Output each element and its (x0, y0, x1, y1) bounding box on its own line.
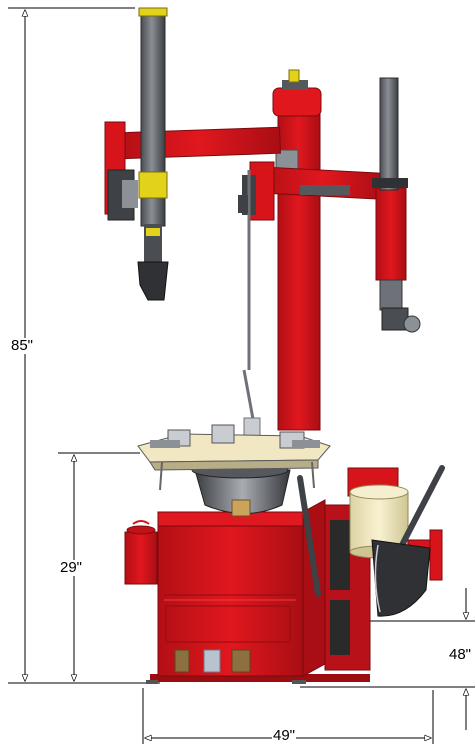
width-label: 49" (272, 727, 297, 744)
foot-pedal (203, 649, 221, 673)
press-foot (137, 261, 169, 301)
foot-pedal (174, 649, 190, 673)
main-column (272, 69, 322, 431)
tilt-lever (297, 475, 321, 597)
bead-breaker-lever (399, 465, 445, 548)
turntable (137, 424, 331, 517)
right-helper-arm (242, 77, 421, 333)
bead-breaker (371, 465, 445, 617)
overall-height-label: 85" (10, 337, 35, 354)
left-helper-arm (104, 7, 281, 301)
helper-pole (379, 77, 399, 191)
bead-breaker-blade (371, 539, 431, 617)
clamp-jaw (211, 424, 235, 444)
column-top-fitting (288, 69, 300, 83)
lubricant-bucket (124, 520, 158, 585)
foot-pedal (231, 649, 251, 673)
base-cabinet (146, 499, 371, 684)
table-height-label: 29" (59, 559, 84, 576)
depth-label: 48" (448, 646, 473, 663)
